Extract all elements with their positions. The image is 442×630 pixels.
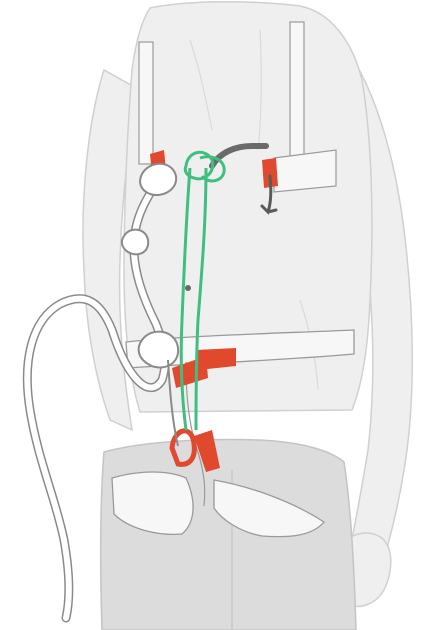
rope-mid-knot [122, 230, 148, 255]
sling-bar-tack [185, 285, 191, 291]
left-shoulder-strap [139, 42, 153, 164]
rope-belt-knot [139, 332, 179, 368]
person-figure [83, 2, 412, 630]
legs-trousers [101, 440, 356, 630]
chest-strap [274, 150, 336, 192]
rope-shoulder-knot [140, 164, 176, 195]
right-shoulder-strap [290, 22, 304, 164]
